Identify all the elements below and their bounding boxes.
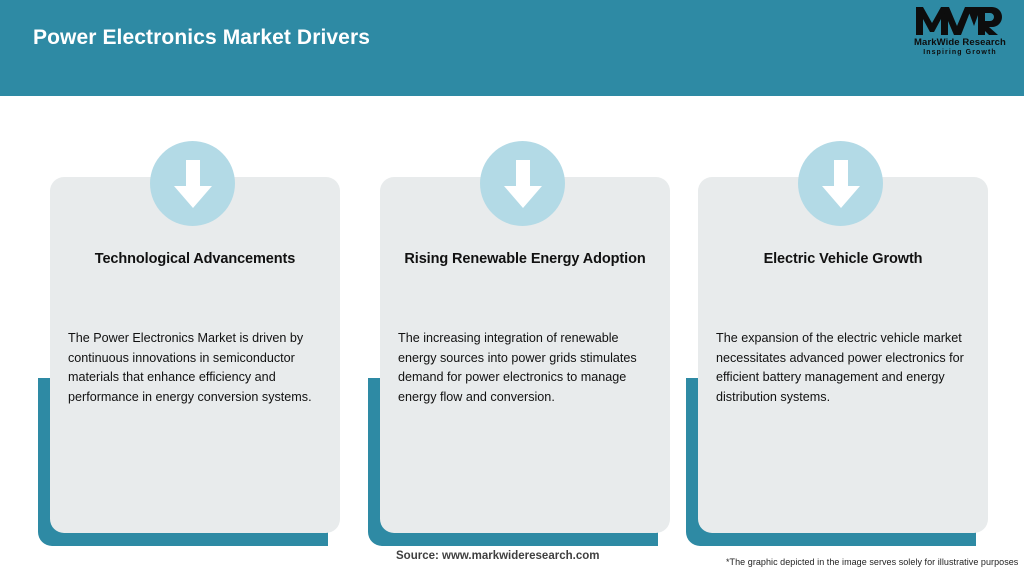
card-body-text: The expansion of the electric vehicle ma…	[716, 331, 964, 404]
down-arrow-icon	[798, 141, 883, 226]
page-header: Power Electronics Market Drivers MarkWid…	[0, 0, 1024, 96]
logo-company-name: MarkWide Research	[914, 37, 1006, 48]
brand-logo: MarkWide Research Inspiring Growth	[908, 6, 1012, 64]
card-body-text: The Power Electronics Market is driven b…	[68, 331, 312, 404]
card-title: Technological Advancements	[94, 251, 296, 267]
card-body-text: The increasing integration of renewable …	[398, 331, 637, 404]
down-arrow-icon	[480, 141, 565, 226]
card-surface: Rising Renewable Energy Adoption The inc…	[380, 177, 670, 533]
illustrative-disclaimer: *The graphic depicted in the image serve…	[726, 557, 1019, 567]
card-surface: Electric Vehicle Growth The expansion of…	[698, 177, 988, 533]
driver-card-1[interactable]: Technological Advancements The Power Ele…	[38, 96, 340, 546]
card-title: Rising Renewable Energy Adoption	[404, 251, 646, 267]
driver-cards-container: Technological Advancements The Power Ele…	[0, 96, 1024, 546]
driver-card-2[interactable]: Rising Renewable Energy Adoption The inc…	[368, 96, 670, 546]
driver-card-3[interactable]: Electric Vehicle Growth The expansion of…	[686, 96, 988, 546]
page-title: Power Electronics Market Drivers	[33, 26, 371, 49]
card-title: Electric Vehicle Growth	[763, 251, 923, 267]
logo-mark-icon	[908, 6, 1012, 36]
card-surface: Technological Advancements The Power Ele…	[50, 177, 340, 533]
source-attribution: Source: www.markwideresearch.com	[396, 550, 600, 562]
logo-tagline: Inspiring Growth	[923, 49, 997, 56]
down-arrow-icon	[150, 141, 235, 226]
